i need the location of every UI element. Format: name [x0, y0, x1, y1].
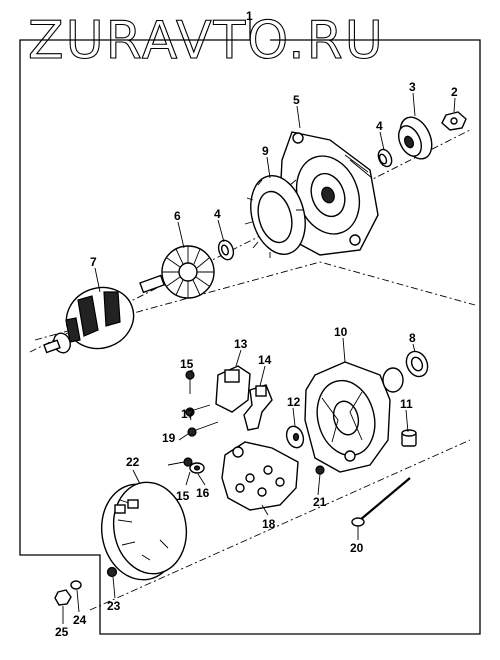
callout-22: 22	[126, 455, 140, 469]
callout-11: 11	[400, 397, 413, 411]
callout-8: 8	[409, 331, 416, 345]
part-spacer-4-lower	[217, 239, 235, 261]
callout-25: 25	[55, 625, 69, 639]
callout-4-upper: 4	[376, 119, 383, 133]
part-spacer-4-upper	[377, 148, 393, 168]
callout-4-lower: 4	[214, 207, 221, 221]
part-pulley-3	[397, 116, 433, 160]
part-screw-15-lower	[167, 457, 193, 467]
watermark-text: ZURAVTO.RU	[28, 11, 385, 71]
part-brush-holder-14	[243, 384, 273, 431]
assembly-frame	[19, 20, 481, 635]
part-screw-19	[187, 421, 219, 437]
part-bearing-8	[405, 350, 429, 378]
callout-9: 9	[262, 144, 269, 158]
part-stator-9	[244, 175, 306, 258]
callout-1: 1	[246, 9, 253, 23]
part-regulator-13	[215, 365, 251, 413]
callout-6: 6	[174, 209, 181, 223]
upper-axis-line	[29, 129, 471, 353]
section-boundary	[34, 261, 476, 341]
callout-21: 21	[313, 495, 327, 509]
callout-15-lower: 15	[176, 489, 190, 503]
callout-14: 14	[258, 353, 272, 367]
callout-24: 24	[73, 613, 87, 627]
callout-23: 23	[107, 599, 121, 613]
callout-2: 2	[451, 85, 458, 99]
part-rear-cover-22	[100, 481, 188, 581]
part-rotor-7	[43, 274, 165, 354]
callout-15-upper: 15	[180, 357, 194, 371]
part-rear-housing-10	[304, 361, 404, 473]
part-sleeve-11	[401, 429, 417, 447]
part-screw-17	[185, 404, 211, 417]
part-nut-23	[106, 566, 118, 578]
lower-axis-line	[89, 439, 471, 611]
part-washer-24	[70, 580, 82, 590]
part-washer-16	[189, 462, 205, 474]
part-nut-2	[441, 111, 467, 131]
callout-5: 5	[293, 93, 300, 107]
callout-16: 16	[196, 486, 210, 500]
part-screw-15-upper	[185, 370, 195, 394]
part-bolt-20	[351, 477, 411, 527]
callout-10: 10	[334, 325, 348, 339]
callout-7: 7	[90, 255, 97, 269]
callout-18: 18	[262, 517, 276, 531]
part-washer-12	[285, 425, 305, 449]
leader-lines	[62, 92, 456, 624]
part-nut-21	[315, 465, 325, 475]
callout-20: 20	[350, 541, 364, 555]
callout-12: 12	[287, 395, 301, 409]
callout-13: 13	[234, 337, 248, 351]
callout-19: 19	[162, 431, 176, 445]
callout-3: 3	[409, 80, 416, 94]
callout-17: 17	[181, 407, 195, 421]
part-nut-25	[54, 589, 72, 606]
part-fan-6	[161, 245, 215, 299]
part-rectifier-18	[221, 441, 299, 511]
